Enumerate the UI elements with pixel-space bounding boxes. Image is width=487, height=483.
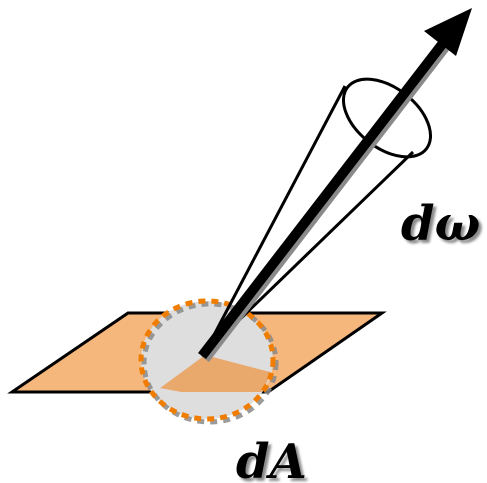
area-element-disc [138,298,279,425]
direction-arrow [198,8,472,363]
arrowhead [424,8,472,56]
area-label: dA [236,434,307,483]
solid-angle-label: dω [401,196,480,252]
area-element-outline [138,298,276,422]
